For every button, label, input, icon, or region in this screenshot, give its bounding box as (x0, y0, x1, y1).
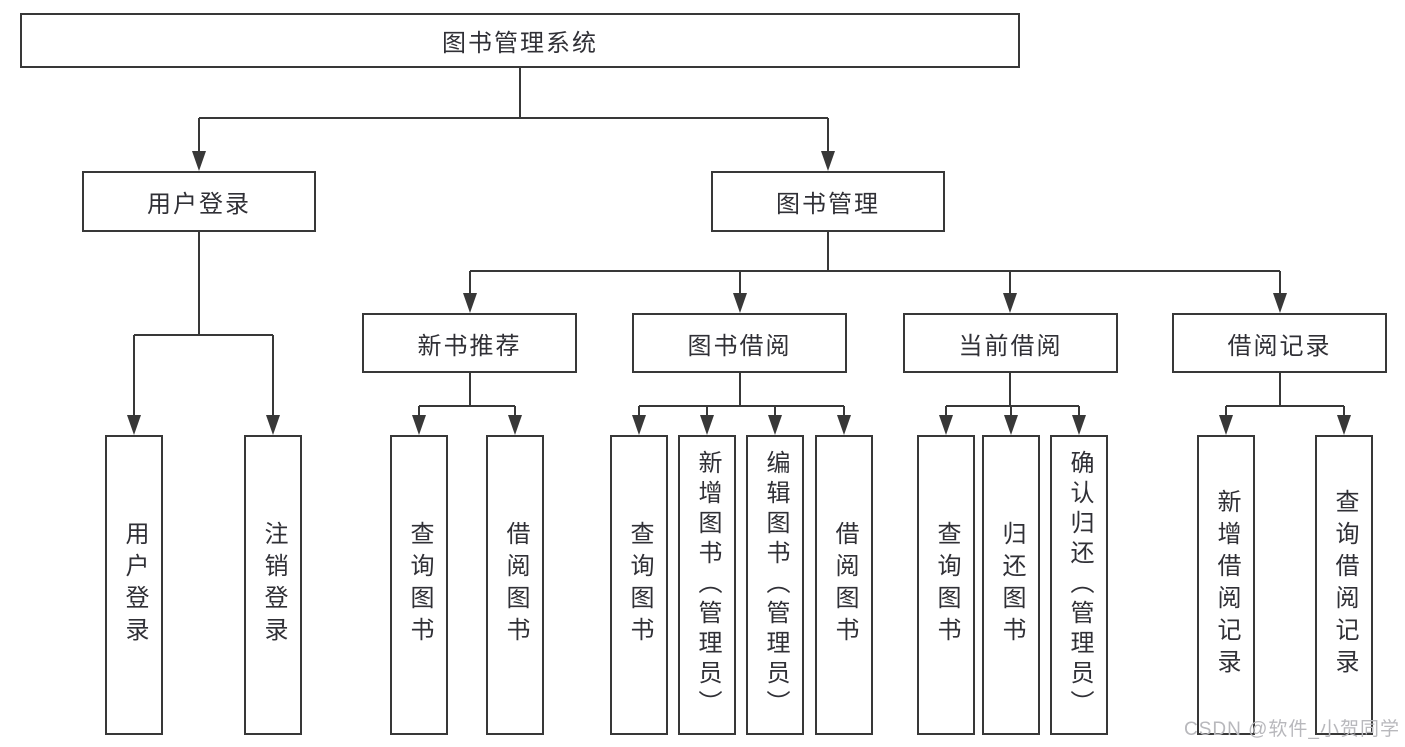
leaf-edit-books-admin: 编辑图书（管理员） (746, 435, 804, 735)
leaf-label: 借阅图书 (831, 521, 858, 649)
leaf-label: 新增借阅记录 (1213, 489, 1240, 681)
leaf-logout: 注销登录 (244, 435, 302, 735)
connector-borrow-records (1225, 373, 1345, 416)
node-library-management-system: 图书管理系统 (20, 13, 1020, 68)
connector-root (198, 68, 829, 152)
leaf-query-books-current: 查询图书 (917, 435, 975, 735)
connector-current-borrowing (945, 373, 1080, 416)
connector-book-management (469, 232, 1281, 294)
leaf-label: 新增图书（管理员） (694, 450, 721, 720)
node-new-book-recommend: 新书推荐 (362, 313, 577, 373)
leaf-label: 编辑图书（管理员） (762, 450, 789, 720)
leaf-label: 查询图书 (626, 521, 653, 649)
leaf-borrow-books-recommend: 借阅图书 (486, 435, 544, 735)
watermark: CSDN @软件_小贺同学 (1184, 719, 1400, 740)
leaf-label: 查询图书 (406, 521, 433, 649)
leaf-label: 查询图书 (933, 521, 960, 649)
node-current-borrowing: 当前借阅 (903, 313, 1118, 373)
leaf-user-login: 用户登录 (105, 435, 163, 735)
leaf-label: 借阅图书 (502, 521, 529, 649)
leaf-query-books-recommend: 查询图书 (390, 435, 448, 735)
node-user-login: 用户登录 (82, 171, 316, 232)
leaf-return-books: 归还图书 (982, 435, 1040, 735)
leaf-label: 查询借阅记录 (1331, 489, 1358, 681)
leaf-confirm-return-admin: 确认归还（管理员） (1050, 435, 1108, 735)
leaf-label: 用户登录 (121, 521, 148, 649)
node-borrow-records: 借阅记录 (1172, 313, 1387, 373)
leaf-add-books-admin: 新增图书（管理员） (678, 435, 736, 735)
connector-book-borrowing (638, 373, 845, 416)
node-book-management: 图书管理 (711, 171, 945, 232)
leaf-add-borrow-record: 新增借阅记录 (1197, 435, 1255, 735)
leaf-borrow-books: 借阅图书 (815, 435, 873, 735)
connector-user-login (133, 232, 274, 416)
leaf-label: 注销登录 (260, 521, 287, 649)
node-book-borrowing: 图书借阅 (632, 313, 847, 373)
leaf-label: 确认归还（管理员） (1066, 450, 1093, 720)
leaf-label: 归还图书 (998, 521, 1025, 649)
leaf-query-books-borrowing: 查询图书 (610, 435, 668, 735)
connector-new-book-recommend (418, 373, 516, 416)
leaf-query-borrow-record: 查询借阅记录 (1315, 435, 1373, 735)
